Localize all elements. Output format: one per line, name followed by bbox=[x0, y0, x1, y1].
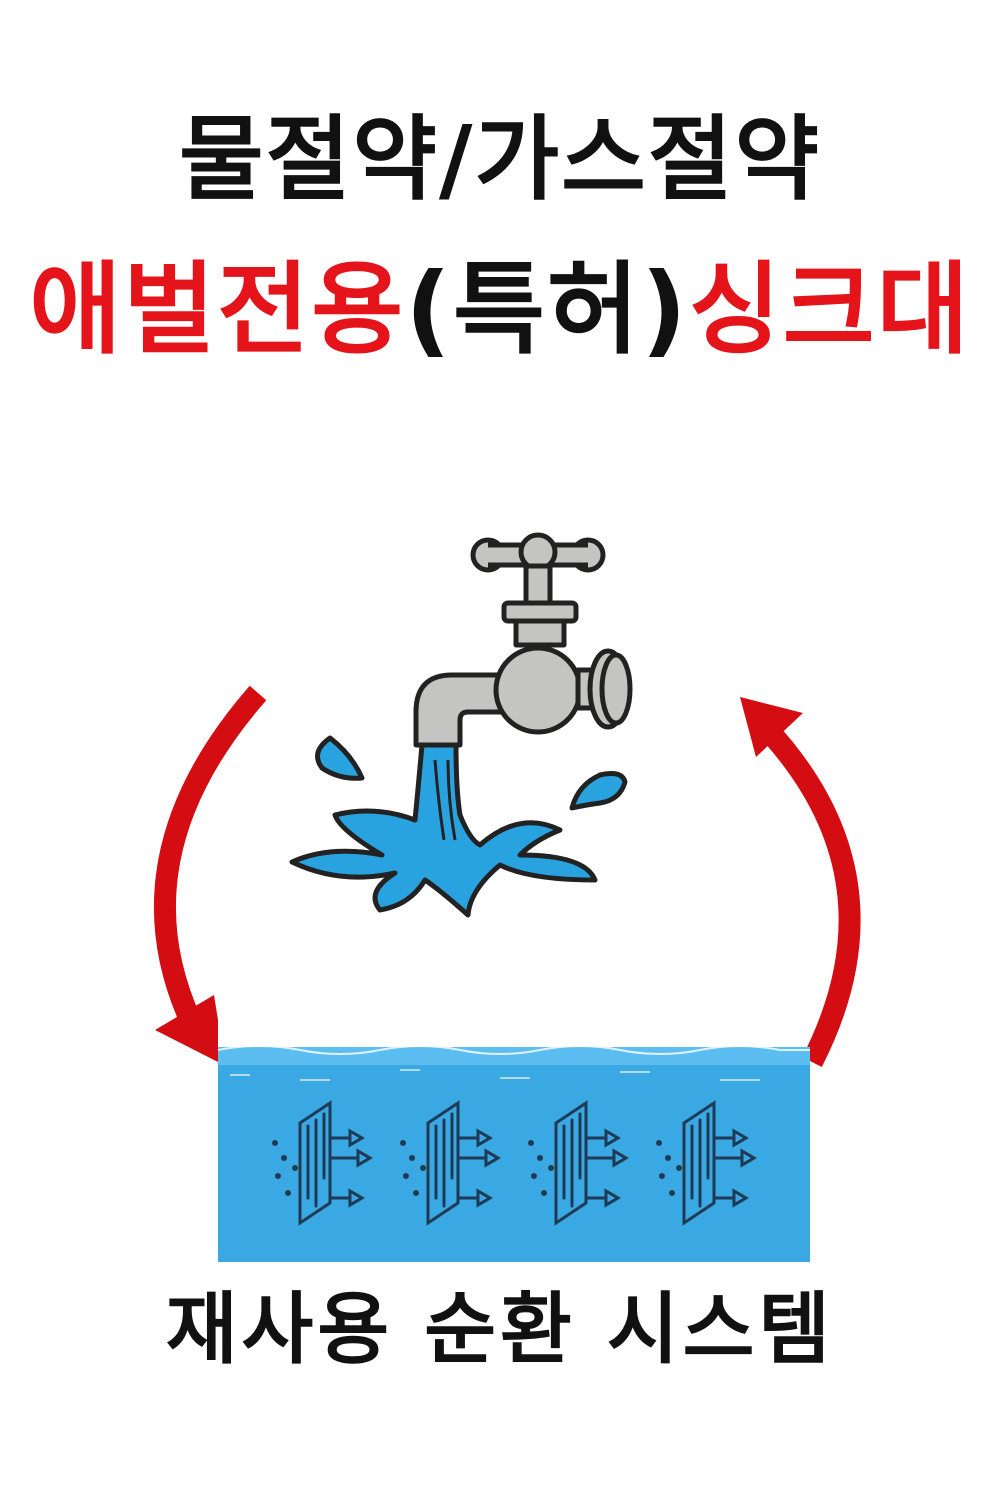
headline-secondary-part1: 애벌전용 bbox=[29, 251, 406, 368]
headline-secondary: 애벌전용(특허)싱크대 bbox=[0, 245, 1000, 375]
filter-icon bbox=[400, 1100, 501, 1226]
faucet-icon bbox=[413, 532, 633, 748]
filter-icon bbox=[528, 1100, 629, 1226]
cycle-arrow-up-icon bbox=[740, 697, 861, 1068]
filter-icon bbox=[272, 1100, 373, 1226]
headline-secondary-part3: 싱크대 bbox=[688, 251, 971, 368]
filter-group bbox=[272, 1100, 757, 1226]
water-splash-icon bbox=[289, 735, 628, 918]
cycle-arrow-down-icon bbox=[153, 685, 267, 1062]
filter-icon bbox=[656, 1100, 757, 1226]
system-caption: 재사용 순환 시스템 bbox=[165, 1285, 835, 1375]
headline-primary: 물절약/가스절약 bbox=[178, 106, 822, 213]
headline-secondary-part2: (특허) bbox=[405, 251, 689, 368]
